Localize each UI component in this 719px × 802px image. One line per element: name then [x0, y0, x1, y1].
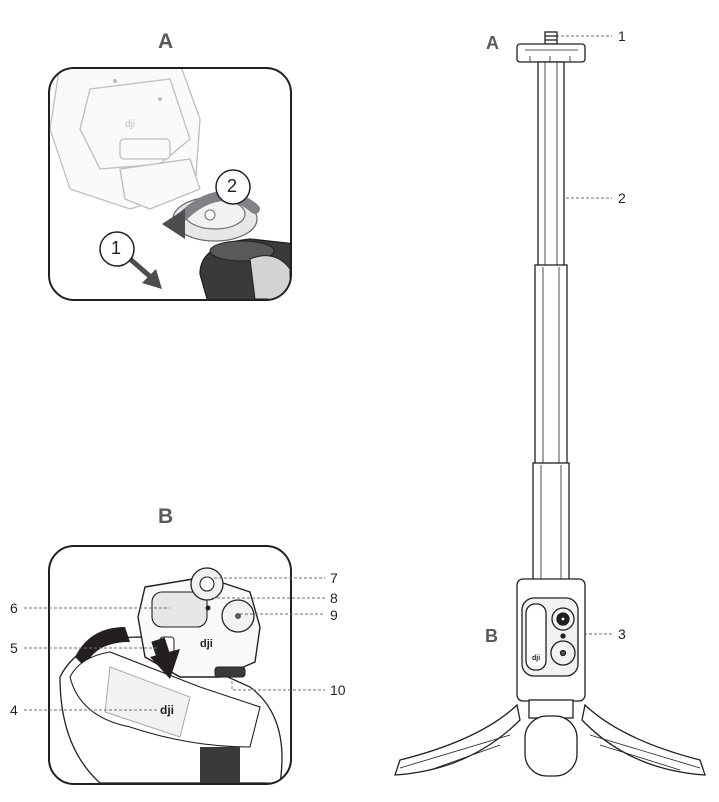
svg-text:dji: dji: [200, 638, 213, 650]
step-marker-2: [215, 169, 251, 205]
inset-b-remote-attach: dji dji: [48, 545, 292, 785]
section-letter-b: B: [158, 505, 174, 528]
callout-2: 2: [618, 190, 626, 206]
section-letter-a: A: [158, 30, 174, 53]
svg-text:dji: dji: [160, 703, 174, 717]
inset-a-remote-detach: dji 1 2: [48, 67, 292, 301]
step-marker-2-label: 2: [227, 176, 238, 196]
callout-3: 3: [618, 626, 626, 642]
svg-text:dji: dji: [532, 655, 540, 662]
callout-1: 1: [618, 28, 626, 44]
callout-6: 6: [10, 600, 18, 616]
svg-text:dji: dji: [125, 119, 135, 130]
step-marker-1-label: 1: [111, 238, 122, 258]
callout-7: 7: [330, 570, 338, 586]
callout-8: 8: [330, 590, 338, 606]
callout-9: 9: [330, 607, 338, 623]
remote-attach-illustration: dji dji: [59, 567, 283, 783]
stick-letter-a: A: [486, 33, 499, 53]
step-marker-1: [99, 231, 135, 267]
callout-4: 4: [10, 702, 18, 718]
callout-10: 10: [330, 682, 346, 698]
callout-5: 5: [10, 640, 18, 656]
stick-letter-b: B: [485, 626, 498, 646]
remote-detach-illustration: dji: [50, 69, 290, 299]
